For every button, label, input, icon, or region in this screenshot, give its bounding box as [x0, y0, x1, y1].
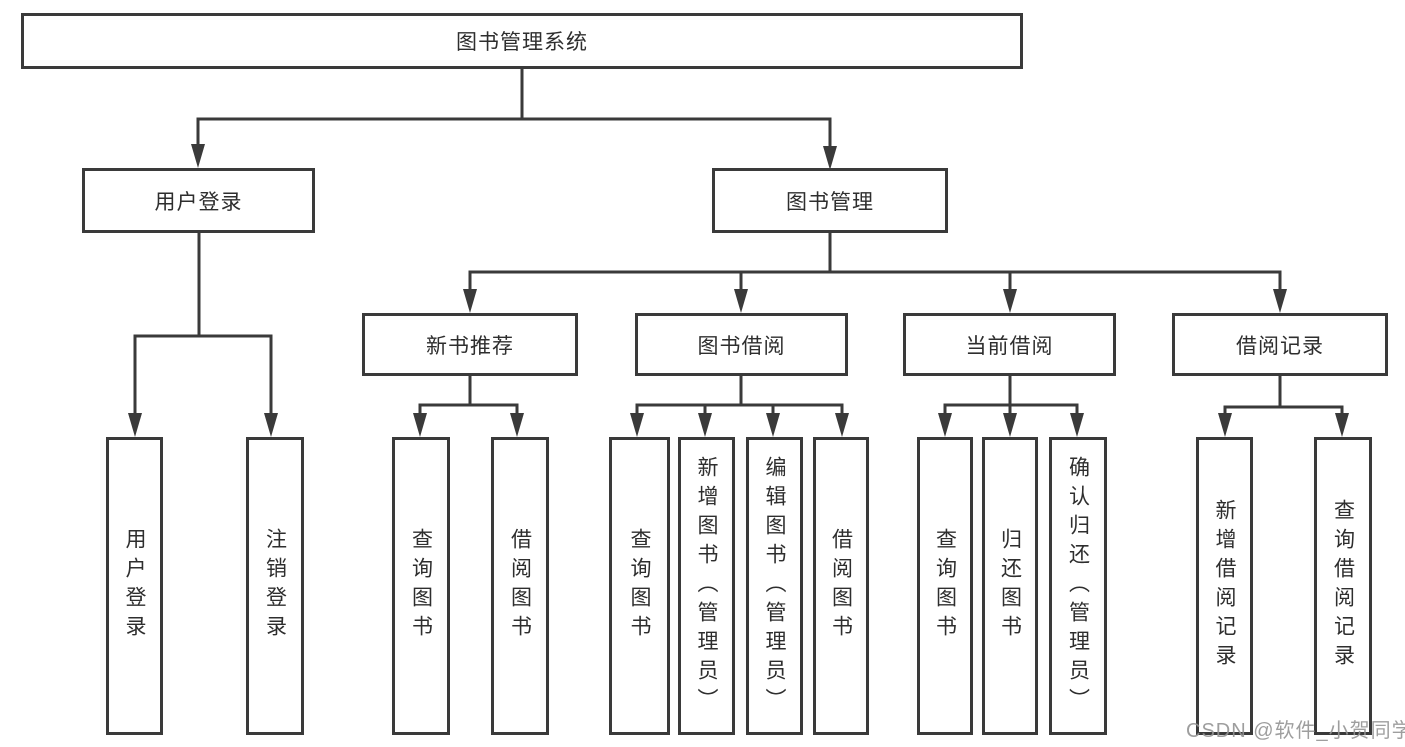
- leaf-add-books-admin: 新增图书（管理员）: [678, 437, 735, 735]
- arrowhead-icon: [1003, 289, 1017, 313]
- leaf-label: 借阅图书: [508, 528, 532, 644]
- connector-level2: [468, 270, 1282, 295]
- arrowhead-icon: [463, 289, 477, 313]
- leaf-query-books: 查询图书: [609, 437, 670, 735]
- leaf-label: 用户登录: [123, 528, 146, 644]
- leaf-add-borrow-record: 新增借阅记录: [1196, 437, 1253, 735]
- arrowhead-icon: [1273, 289, 1287, 313]
- arrowhead-icon: [766, 413, 780, 437]
- arrowhead-icon: [734, 289, 748, 313]
- arrowhead-icon: [413, 413, 427, 437]
- arrowhead-icon: [1003, 413, 1017, 437]
- connector-records-branch: [1223, 405, 1344, 420]
- leaf-label: 查询图书: [933, 528, 957, 644]
- arrowhead-icon: [510, 413, 524, 437]
- connector-level1: [196, 117, 832, 152]
- leaf-logout: 注销登录: [246, 437, 304, 735]
- leaf-edit-books-admin: 编辑图书（管理员）: [746, 437, 803, 735]
- leaf-label: 查询借阅记录: [1331, 499, 1355, 673]
- arrowhead-icon: [1218, 413, 1232, 437]
- node-user-login: 用户登录: [82, 168, 315, 233]
- leaf-label: 注销登录: [263, 528, 287, 644]
- arrowhead-icon: [264, 413, 278, 437]
- leaf-borrow-books: 借阅图书: [813, 437, 869, 735]
- arrowhead-icon: [698, 413, 712, 437]
- arrowhead-icon: [630, 413, 644, 437]
- node-book-management: 图书管理: [712, 168, 948, 233]
- arrowhead-icon: [128, 413, 142, 437]
- leaf-borrow-books: 借阅图书: [491, 437, 549, 735]
- leaf-user-login: 用户登录: [106, 437, 163, 735]
- leaf-query-books: 查询图书: [917, 437, 973, 735]
- watermark-text: CSDN @软件_小贺同学: [1186, 720, 1405, 742]
- node-current-borrow: 当前借阅: [903, 313, 1116, 376]
- arrowhead-icon: [191, 144, 205, 168]
- leaf-label: 新增借阅记录: [1213, 499, 1236, 673]
- leaf-label: 确认归还（管理员）: [1066, 455, 1090, 717]
- connector-borrow-branch: [635, 403, 844, 420]
- arrowhead-icon: [1335, 413, 1349, 437]
- node-borrow-records: 借阅记录: [1172, 313, 1388, 376]
- connector-userlogin-branch: [133, 334, 273, 418]
- node-book-borrow: 图书借阅: [635, 313, 848, 376]
- connector-newbook-branch: [418, 403, 519, 420]
- leaf-query-borrow-record: 查询借阅记录: [1314, 437, 1372, 735]
- arrowhead-icon: [823, 146, 837, 170]
- arrowhead-icon: [1070, 413, 1084, 437]
- leaf-label: 借阅图书: [829, 528, 853, 644]
- node-library-system: 图书管理系统: [21, 13, 1023, 69]
- node-new-book-recommend: 新书推荐: [362, 313, 578, 376]
- leaf-label: 查询图书: [628, 528, 651, 644]
- leaf-label: 查询图书: [409, 528, 433, 644]
- arrowhead-icon: [938, 413, 952, 437]
- leaf-query-books: 查询图书: [392, 437, 450, 735]
- leaf-label: 编辑图书（管理员）: [763, 455, 786, 717]
- connector-current-branch: [943, 403, 1079, 420]
- leaf-label: 归还图书: [998, 528, 1022, 644]
- arrowhead-icon: [835, 413, 849, 437]
- leaf-return-books: 归还图书: [982, 437, 1038, 735]
- leaf-confirm-return-admin: 确认归还（管理员）: [1049, 437, 1107, 735]
- leaf-label: 新增图书（管理员）: [695, 455, 718, 717]
